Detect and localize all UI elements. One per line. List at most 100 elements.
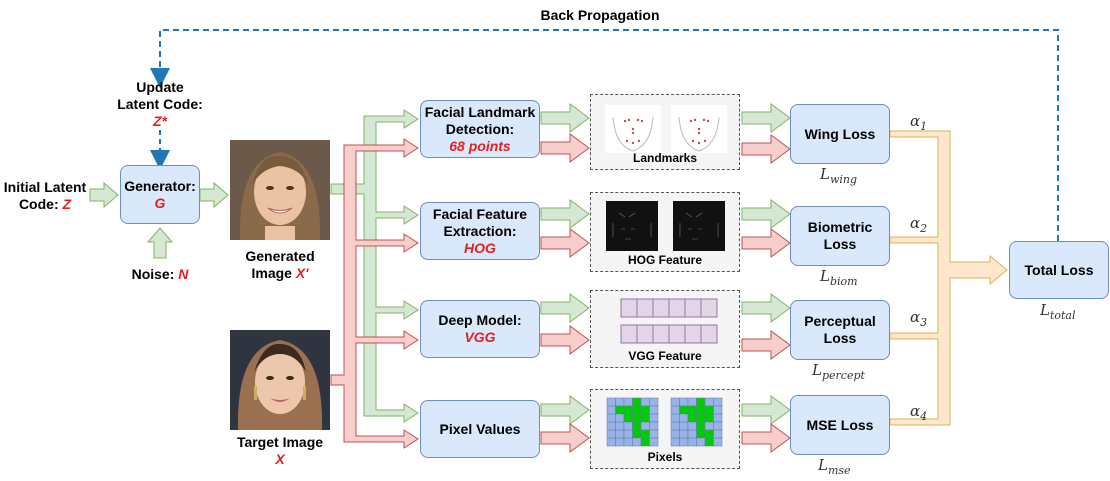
alpha-1: α1 bbox=[910, 112, 927, 133]
pixel-cell bbox=[640, 405, 650, 415]
biometric-loss-sub: biom bbox=[829, 275, 858, 288]
pixel-cell bbox=[606, 397, 616, 407]
pixel-cell bbox=[623, 437, 633, 447]
pixel-cell bbox=[670, 429, 680, 439]
biometric-loss-box: Biometric Loss bbox=[790, 206, 890, 266]
pixel-cell bbox=[623, 413, 633, 423]
mse-loss-box: MSE Loss bbox=[790, 395, 890, 455]
pixel-cell bbox=[670, 405, 680, 415]
total-loss-box: Total Loss bbox=[1009, 241, 1109, 299]
pixel-cell bbox=[713, 437, 723, 447]
pixel-cell bbox=[623, 405, 633, 415]
pixel-cell bbox=[623, 429, 633, 439]
pixel-cell bbox=[679, 429, 689, 439]
pixel-cell bbox=[670, 437, 680, 447]
pixel-cell bbox=[632, 421, 642, 431]
pixel-cell bbox=[679, 413, 689, 423]
pixel-cell bbox=[687, 421, 697, 431]
deep-model-block: Deep Model: VGG bbox=[420, 300, 540, 358]
pixel-cell bbox=[632, 413, 642, 423]
pixel-cell bbox=[696, 421, 706, 431]
alpha-4-sub: 4 bbox=[920, 410, 928, 423]
perceptual-loss-sym: L bbox=[812, 361, 822, 379]
total-loss-sub: total bbox=[1049, 309, 1076, 322]
total-loss-sym: L bbox=[1040, 301, 1050, 319]
pixel-cell bbox=[704, 429, 714, 439]
feature-line-1: Facial Feature bbox=[432, 205, 528, 222]
noise-label: Noise: N bbox=[110, 266, 210, 283]
pixel-cell bbox=[687, 405, 697, 415]
landmarks-caption: Landmarks bbox=[632, 151, 698, 165]
pixel-cell bbox=[649, 421, 659, 431]
target-var: X bbox=[275, 451, 285, 467]
pixel-cell bbox=[713, 397, 723, 407]
pixel-cell bbox=[615, 397, 625, 407]
generator-var: G bbox=[154, 194, 166, 211]
pixel-cell bbox=[640, 413, 650, 423]
pixel-cell bbox=[615, 421, 625, 431]
pixel-cell bbox=[615, 405, 625, 415]
pixels-caption: Pixels bbox=[647, 450, 683, 464]
target-branch bbox=[330, 138, 419, 449]
pixel-cell bbox=[687, 413, 697, 423]
pixel-cell bbox=[649, 397, 659, 407]
wing-loss-box: Wing Loss bbox=[790, 104, 890, 164]
alpha-1-sym: α bbox=[910, 112, 921, 130]
landmark-line-2: Detection: bbox=[445, 120, 515, 137]
update-latent-label: Update Latent Code: Z* bbox=[95, 79, 225, 130]
pixel-cell bbox=[704, 405, 714, 415]
noise-arrow bbox=[146, 227, 174, 259]
alpha-2-sub: 2 bbox=[920, 222, 928, 235]
landmark-line-1: Facial Landmark bbox=[424, 103, 536, 120]
alpha-4-sym: α bbox=[910, 402, 921, 420]
noise-text: Noise: bbox=[131, 266, 175, 282]
pixel-cell bbox=[713, 429, 723, 439]
update-line-2: Latent Code: bbox=[117, 96, 203, 112]
vgg-caption: VGG Feature bbox=[628, 349, 702, 363]
mse-loss-sub: mse bbox=[827, 464, 851, 477]
pixel-cell bbox=[632, 429, 642, 439]
pixel-values-line-1: Pixel Values bbox=[439, 420, 521, 437]
hog-thumbnails bbox=[606, 201, 725, 251]
pixel-cell bbox=[615, 429, 625, 439]
update-var: Z* bbox=[153, 113, 167, 129]
pixel-values-block: Pixel Values bbox=[420, 400, 540, 458]
pixel-cell bbox=[640, 421, 650, 431]
initial-line-2: Code: bbox=[18, 196, 59, 212]
pixel-cell bbox=[713, 421, 723, 431]
landmarks-thumbnails bbox=[605, 105, 727, 153]
mse-loss-label: MSE Loss bbox=[806, 416, 874, 433]
vgg-feature-grid bbox=[620, 298, 718, 344]
pixel-cell bbox=[679, 437, 689, 447]
wing-loss-label: Wing Loss bbox=[804, 125, 876, 142]
pixel-cell bbox=[640, 397, 650, 407]
pixel-cell bbox=[670, 413, 680, 423]
pixel-cell bbox=[696, 397, 706, 407]
landmark-detection-block: Facial Landmark Detection: 68 points bbox=[420, 100, 540, 158]
pixel-grids bbox=[606, 397, 723, 447]
generated-var: X' bbox=[295, 265, 309, 281]
pixel-cell bbox=[679, 397, 689, 407]
pixel-cell bbox=[696, 429, 706, 439]
noise-var: N bbox=[178, 266, 189, 282]
perceptual-loss-sub: percept bbox=[821, 369, 865, 382]
deep-model-detail: VGG bbox=[464, 329, 496, 345]
alpha-3: α3 bbox=[910, 308, 927, 329]
landmark-detail: 68 points bbox=[449, 137, 511, 154]
generator-box: Generator: G bbox=[120, 165, 200, 224]
target-face-image bbox=[230, 330, 330, 430]
pixel-cell bbox=[704, 413, 714, 423]
feature-arrows bbox=[540, 103, 791, 453]
pixel-cell bbox=[606, 429, 616, 439]
loss-combiner bbox=[889, 130, 1008, 426]
perceptual-line-1: Perceptual bbox=[804, 313, 876, 329]
pixels-panel: Pixels bbox=[590, 389, 740, 469]
total-loss-label: Total Loss bbox=[1024, 261, 1094, 278]
back-propagation-arrow bbox=[150, 29, 1059, 241]
pixel-cell bbox=[623, 397, 633, 407]
pixel-cell bbox=[704, 397, 714, 407]
pixel-cell bbox=[696, 437, 706, 447]
alpha-2: α2 bbox=[910, 214, 927, 235]
generator-output-arrow bbox=[199, 181, 229, 209]
